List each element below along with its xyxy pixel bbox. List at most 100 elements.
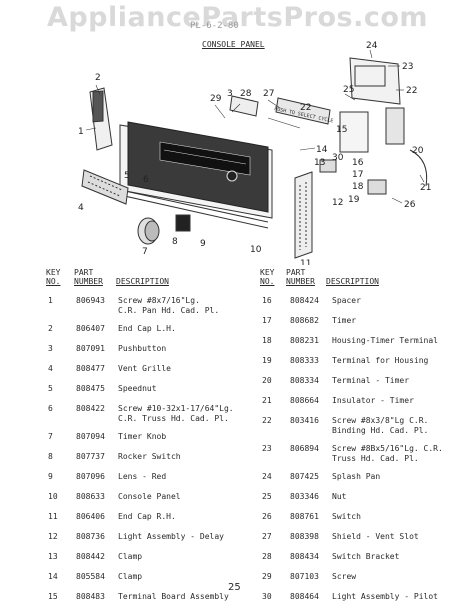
header-part-right: PART NUMBER	[286, 268, 315, 286]
label-30: 30	[332, 153, 344, 163]
key-number: 11	[48, 512, 58, 521]
description-line: Shield - Vent Slot	[332, 532, 419, 541]
part-number: 808475	[76, 384, 105, 393]
key-number: 2	[48, 324, 53, 333]
label-23: 23	[402, 62, 413, 72]
part-description: Screw #8x7/16"Lg.C.R. Pan Hd. Cad. Pl.	[118, 296, 219, 316]
part-description: Housing-Timer Terminal	[332, 336, 438, 346]
key-number: 5	[48, 384, 53, 393]
key-number: 22	[262, 416, 272, 425]
key-number: 27	[262, 532, 272, 541]
part-number: 808664	[290, 396, 319, 405]
label-11: 11	[300, 259, 311, 265]
part-number: 807096	[76, 472, 105, 481]
key-number: 15	[48, 592, 58, 601]
part-description: Clamp	[118, 572, 142, 582]
description-line: Speednut	[118, 384, 157, 393]
description-line: Insulator - Timer	[332, 396, 414, 405]
part-number: 808477	[76, 364, 105, 373]
description-line: C.R. Pan Hd. Cad. Pl.	[118, 306, 220, 315]
label-22-console: 22	[300, 103, 311, 113]
description-line: Timer	[332, 316, 357, 325]
exploded-diagram: 2 1 4 5 6 7 8 9 10 11 29 3 28 27 25 24 2…	[78, 41, 431, 265]
header-part-left: PART NUMBER	[74, 268, 103, 286]
key-number: 9	[48, 472, 53, 481]
label-20: 20	[412, 146, 424, 156]
part-description: Timer Knob	[118, 432, 166, 442]
description-line: Clamp	[118, 552, 143, 561]
key-number: 12	[48, 532, 58, 541]
part-description: Terminal for Housing	[332, 356, 428, 366]
part-number: 808231	[290, 336, 319, 345]
label-28: 28	[240, 89, 252, 99]
key-number: 8	[48, 452, 53, 461]
key-number: 30	[262, 592, 272, 601]
key-number: 21	[262, 396, 272, 405]
key-number: 18	[262, 336, 272, 345]
label-7: 7	[142, 247, 148, 257]
vent-grille-shape	[81, 169, 129, 205]
label-21: 21	[420, 183, 431, 193]
part-description: Switch Bracket	[332, 552, 399, 562]
description-line: Switch Bracket	[332, 552, 400, 561]
part-description: Pushbutton	[118, 344, 166, 354]
part-number: 808434	[290, 552, 319, 561]
pushbutton-strip-shape	[229, 95, 331, 125]
label-13: 13	[314, 158, 325, 168]
header-key-right: KEY NO.	[260, 268, 275, 286]
description-line: Splash Pan	[332, 472, 381, 481]
key-number: 19	[262, 356, 272, 365]
part-number: 803416	[290, 416, 319, 425]
key-number: 16	[262, 296, 272, 305]
description-line: Screw #10-32x1-17/64"Lg.	[118, 404, 234, 413]
part-description: Light Assembly - Delay	[118, 532, 224, 542]
description-line: Terminal for Housing	[332, 356, 429, 365]
label-16: 16	[352, 158, 364, 168]
label-26: 26	[404, 200, 416, 210]
key-number: 1	[48, 296, 53, 305]
header-code: PL-6-2-80	[190, 21, 239, 31]
label-1: 1	[78, 127, 84, 137]
label-15: 15	[336, 125, 347, 135]
key-number: 20	[262, 376, 272, 385]
key-number: 13	[48, 552, 58, 561]
part-number: 806407	[76, 324, 105, 333]
part-description: Terminal - Timer	[332, 376, 409, 386]
rocker-switch-shape	[175, 214, 191, 232]
label-8: 8	[172, 237, 178, 247]
key-number: 28	[262, 552, 272, 561]
description-line: Light Assembly - Delay	[118, 532, 224, 541]
part-number: 808736	[76, 532, 105, 541]
description-line: Screw #8Bx5/16"Lg. C.R.	[332, 444, 443, 453]
key-number: 7	[48, 432, 53, 441]
part-description: Nut	[332, 492, 346, 502]
label-24: 24	[366, 41, 378, 51]
label-2: 2	[95, 73, 101, 83]
part-number: 806943	[76, 296, 105, 305]
description-line: Lens - Red	[118, 472, 167, 481]
key-number: 14	[48, 572, 58, 581]
page-number: 25	[228, 582, 241, 593]
timer-knob-shape	[137, 217, 160, 245]
label-19: 19	[348, 195, 360, 205]
part-description: Rocker Switch	[118, 452, 181, 462]
header-desc-right: DESCRIPTION	[326, 277, 379, 286]
key-number: 17	[262, 316, 272, 325]
part-number: 805584	[76, 572, 105, 581]
part-description: Screw #8Bx5/16"Lg. C.R.Truss Hd. Cad. Pl…	[332, 444, 443, 464]
part-description: End Cap L.H.	[118, 324, 176, 334]
label-5: 5	[124, 171, 130, 181]
description-line: Screw #8x7/16"Lg.	[118, 296, 200, 305]
part-number: 807103	[290, 572, 319, 581]
part-number: 807425	[290, 472, 319, 481]
part-number: 808334	[290, 376, 319, 385]
end-cap-left-shape	[89, 87, 113, 151]
key-number: 3	[48, 344, 53, 353]
description-line: Vent Grille	[118, 364, 171, 373]
part-number: 807737	[76, 452, 105, 461]
description-line: Nut	[332, 492, 347, 501]
key-number: 10	[48, 492, 58, 501]
description-line: Rocker Switch	[118, 452, 181, 461]
part-number: 808761	[290, 512, 319, 521]
description-line: Binding Hd. Cad. Pl.	[332, 426, 429, 435]
